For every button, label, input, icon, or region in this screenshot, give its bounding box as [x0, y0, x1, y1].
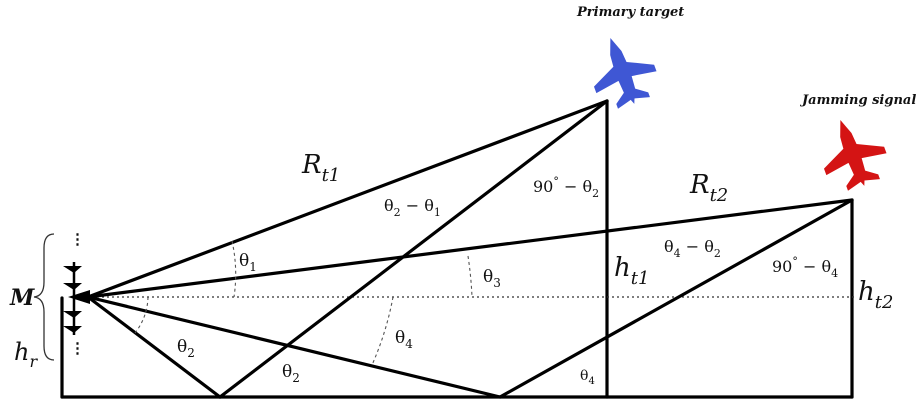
jamming-signal-label: Jamming signal	[799, 93, 916, 108]
theta1-label: θ1	[239, 251, 257, 274]
reflected-path-target-incident	[86, 295, 222, 399]
jammer-height-ht2-label: ht2	[858, 277, 893, 313]
ninety-minus-theta2-label: 90° − θ2	[533, 175, 599, 200]
direct-path-rt1	[86, 99, 609, 299]
reflected-path-jammer-bounce	[498, 198, 854, 399]
svg-text:⋮: ⋮	[70, 339, 85, 357]
direct-path-rt2	[86, 198, 854, 299]
jamming-jet-icon	[823, 120, 887, 191]
theta4-minus-theta2-label: θ4 − θ2	[664, 237, 721, 260]
svg-text:⋮: ⋮	[70, 230, 85, 248]
range-rt1-label: Rt1	[301, 150, 340, 186]
primary-target-label: Primary target	[576, 5, 684, 20]
theta4-mid-label: θ4	[395, 328, 413, 351]
theta2-arc	[134, 296, 149, 334]
theta4-arc	[371, 296, 394, 366]
array-size-label: M	[9, 285, 35, 311]
array-height-label: hr	[14, 338, 38, 371]
array-brace	[33, 233, 55, 361]
theta3-label: θ3	[483, 267, 501, 290]
reflected-path-target-bounce	[218, 99, 609, 399]
theta3-arc	[467, 255, 473, 298]
range-rt2-label: Rt2	[689, 170, 728, 206]
theta4-bottom-label: θ4	[580, 368, 595, 387]
target-height-ht1-label: ht1	[614, 253, 649, 289]
ninety-minus-theta4-label: 90° − θ4	[772, 255, 838, 280]
theta2-left-label: θ2	[177, 337, 195, 360]
theta2-bottom-label: θ2	[282, 362, 300, 385]
primary-target-jet-icon	[593, 38, 657, 109]
theta2-minus-theta1-label: θ2 − θ1	[384, 196, 441, 219]
reflected-path-jammer-incident	[86, 295, 502, 399]
antenna-array-icon: ⋮ ⋮	[63, 230, 90, 357]
theta1-arc	[231, 240, 237, 298]
